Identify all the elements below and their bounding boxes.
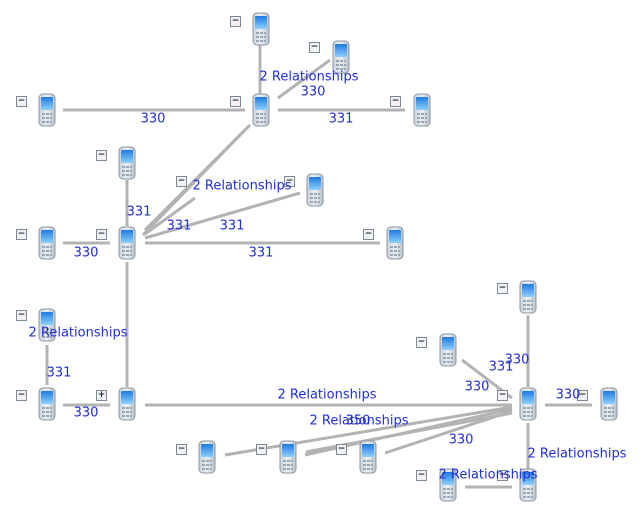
collapse-toggle-icon[interactable]: − — [336, 444, 347, 455]
phone-node[interactable] — [118, 226, 136, 260]
collapse-toggle-icon[interactable]: − — [176, 176, 187, 187]
collapse-toggle-icon[interactable]: − — [497, 390, 508, 401]
collapse-toggle-icon[interactable]: − — [256, 444, 267, 455]
mobile-phone-icon — [439, 468, 457, 502]
edge-label: 330 — [73, 405, 99, 421]
collapse-toggle-icon[interactable]: − — [16, 390, 27, 401]
collapse-toggle-icon[interactable]: − — [230, 96, 241, 107]
mobile-phone-icon — [118, 226, 136, 260]
phone-node[interactable] — [600, 387, 618, 421]
edge-label: 331 — [248, 245, 274, 261]
phone-node[interactable] — [252, 12, 270, 46]
mobile-phone-icon — [332, 40, 350, 74]
collapse-toggle-icon[interactable]: − — [230, 16, 241, 27]
edge-label: 330 — [448, 432, 474, 448]
mobile-phone-icon — [118, 387, 136, 421]
mobile-phone-icon — [519, 280, 537, 314]
edge-label: 331 — [219, 218, 245, 234]
phone-node[interactable] — [332, 40, 350, 74]
edge-label: 331 — [488, 359, 514, 375]
edge — [277, 58, 331, 100]
collapse-toggle-icon[interactable]: − — [284, 176, 295, 187]
phone-node[interactable] — [118, 146, 136, 180]
collapse-toggle-icon[interactable]: − — [497, 283, 508, 294]
collapse-toggle-icon[interactable]: − — [497, 470, 508, 481]
phone-node[interactable] — [118, 387, 136, 421]
mobile-phone-icon — [252, 93, 270, 127]
edge-label: 330 — [300, 84, 326, 100]
edge — [144, 191, 301, 240]
phone-node[interactable] — [413, 93, 431, 127]
mobile-phone-icon — [118, 146, 136, 180]
mobile-phone-icon — [38, 387, 56, 421]
edge-label: 330 — [504, 352, 530, 368]
phone-node[interactable] — [386, 226, 404, 260]
collapse-toggle-icon[interactable]: − — [416, 470, 427, 481]
phone-node[interactable] — [38, 226, 56, 260]
collapse-toggle-icon[interactable]: − — [16, 310, 27, 321]
edge-label: 2 Relationships — [309, 413, 409, 429]
phone-node[interactable] — [359, 440, 377, 474]
collapse-toggle-icon[interactable]: − — [577, 390, 588, 401]
mobile-phone-icon — [359, 440, 377, 474]
collapse-toggle-icon[interactable]: − — [363, 229, 374, 240]
mobile-phone-icon — [198, 440, 216, 474]
edge-label: 2 Relationships — [277, 387, 377, 403]
edge-label: 330 — [464, 379, 490, 395]
edge-label: 2 Relationships — [28, 325, 128, 341]
edge-label: 331 — [166, 218, 192, 234]
edge-label: 2 Relationships — [192, 178, 292, 194]
mobile-phone-icon — [600, 387, 618, 421]
collapse-toggle-icon[interactable]: − — [96, 229, 107, 240]
phone-node[interactable] — [306, 173, 324, 207]
mobile-phone-icon — [38, 308, 56, 342]
edge-label: 330 — [73, 245, 99, 261]
mobile-phone-icon — [519, 468, 537, 502]
collapse-toggle-icon[interactable]: − — [16, 96, 27, 107]
phone-node[interactable] — [38, 387, 56, 421]
collapse-toggle-icon[interactable]: − — [16, 229, 27, 240]
mobile-phone-icon — [279, 440, 297, 474]
edge-label: 2 Relationships — [259, 69, 359, 85]
mobile-phone-icon — [38, 93, 56, 127]
collapse-toggle-icon[interactable]: − — [176, 444, 187, 455]
edge — [224, 405, 513, 457]
edge-label: 331 — [46, 365, 72, 381]
phone-node[interactable] — [439, 333, 457, 367]
phone-node[interactable] — [519, 387, 537, 421]
mobile-phone-icon — [413, 93, 431, 127]
phone-node[interactable] — [519, 468, 537, 502]
mobile-phone-icon — [386, 226, 404, 260]
phone-node[interactable] — [252, 93, 270, 127]
phone-node[interactable] — [439, 468, 457, 502]
phone-node[interactable] — [38, 308, 56, 342]
collapse-toggle-icon[interactable]: − — [309, 42, 320, 53]
edge-label: 331 — [126, 204, 152, 220]
edge-label: 331 — [328, 111, 354, 127]
edge-label: 330 — [140, 111, 166, 127]
collapse-toggle-icon[interactable]: − — [416, 337, 427, 348]
collapse-toggle-icon[interactable]: − — [390, 96, 401, 107]
phone-node[interactable] — [38, 93, 56, 127]
expand-toggle-icon[interactable]: + — [96, 390, 107, 401]
edge-label: 330 — [555, 387, 581, 403]
phone-node[interactable] — [279, 440, 297, 474]
mobile-phone-icon — [306, 173, 324, 207]
mobile-phone-icon — [439, 333, 457, 367]
edge — [144, 196, 196, 236]
mobile-phone-icon — [252, 12, 270, 46]
edge-label: 350 — [345, 413, 371, 429]
phone-node[interactable] — [519, 280, 537, 314]
collapse-toggle-icon[interactable]: − — [96, 150, 107, 161]
mobile-phone-icon — [519, 387, 537, 421]
phone-node[interactable] — [198, 440, 216, 474]
edge-label: 2 Relationships — [438, 467, 538, 483]
mobile-phone-icon — [38, 226, 56, 260]
edge — [141, 128, 247, 237]
edge-label: 2 Relationships — [527, 446, 627, 462]
